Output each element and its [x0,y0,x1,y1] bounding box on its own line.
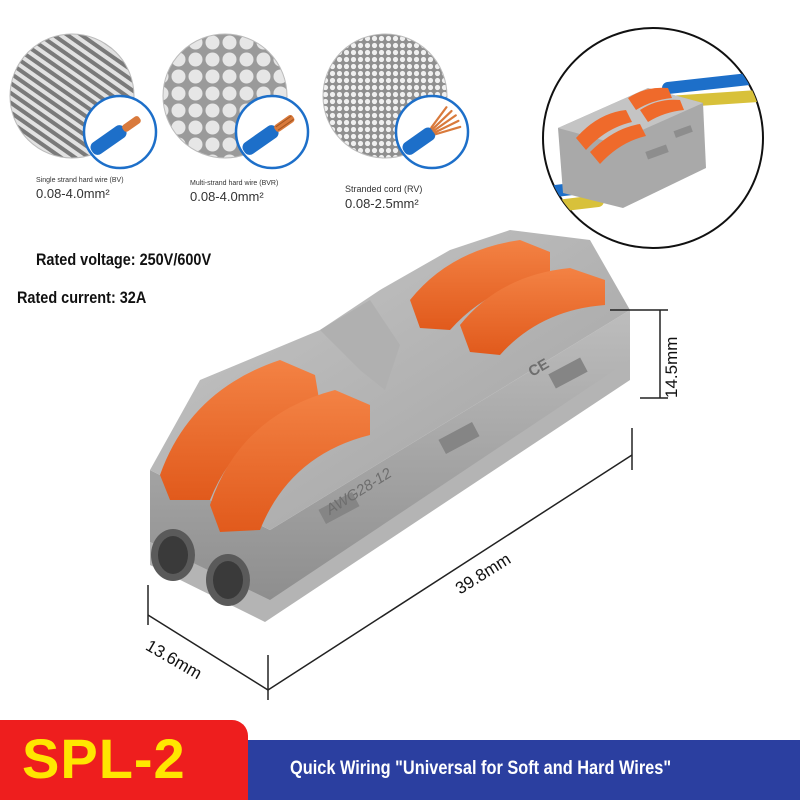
wire-caption-multi: Multi-strand hard wire (BVR) 0.08-4.0mm² [190,180,278,204]
front-lever-1 [160,360,320,500]
test-window-2 [438,422,480,454]
single-strand-wire-figure [9,33,158,170]
wire-caption-stranded: Stranded cord (RV) 0.08-2.5mm² [345,184,422,211]
wire-caption-multi-name: Multi-strand hard wire (BVR) [190,180,279,187]
footer-tagline: Quick Wiring "Universal for Soft and Har… [290,758,672,779]
inset-wired-connector-photo [542,27,764,249]
spl2-connector-illustration: AWG28-12 CE [150,230,630,622]
dimension-lines [147,309,668,700]
wire-caption-stranded-range: 0.08-2.5mm² [345,196,419,211]
wire-type-illustrations [9,33,470,170]
rear-lever-1 [410,240,550,330]
rated-voltage-text: Rated voltage: 250V/600V [36,250,212,269]
wire-caption-stranded-name: Stranded cord (RV) [345,184,423,194]
wire-caption-single-range: 0.08-4.0mm² [36,186,110,201]
test-window-1 [318,492,360,524]
dimension-height-label: 14.5mm [662,336,681,398]
wire-caption-single: Single strand hard wire (BV) 0.08-4.0mm² [36,177,124,201]
footer-blue-band [248,740,800,800]
rated-current-text: Rated current: 32A [17,288,147,307]
multi-strand-wire-figure [162,33,310,170]
front-lever-2 [210,390,370,532]
test-window-3 [548,357,588,389]
stranded-cord-figure [322,33,470,170]
footer-red-block [0,720,248,800]
wire-caption-single-name: Single strand hard wire (BV) [36,177,124,184]
rear-lever-2 [460,268,605,355]
model-name: SPL-2 [22,727,186,790]
wire-caption-multi-range: 0.08-4.0mm² [190,189,264,204]
